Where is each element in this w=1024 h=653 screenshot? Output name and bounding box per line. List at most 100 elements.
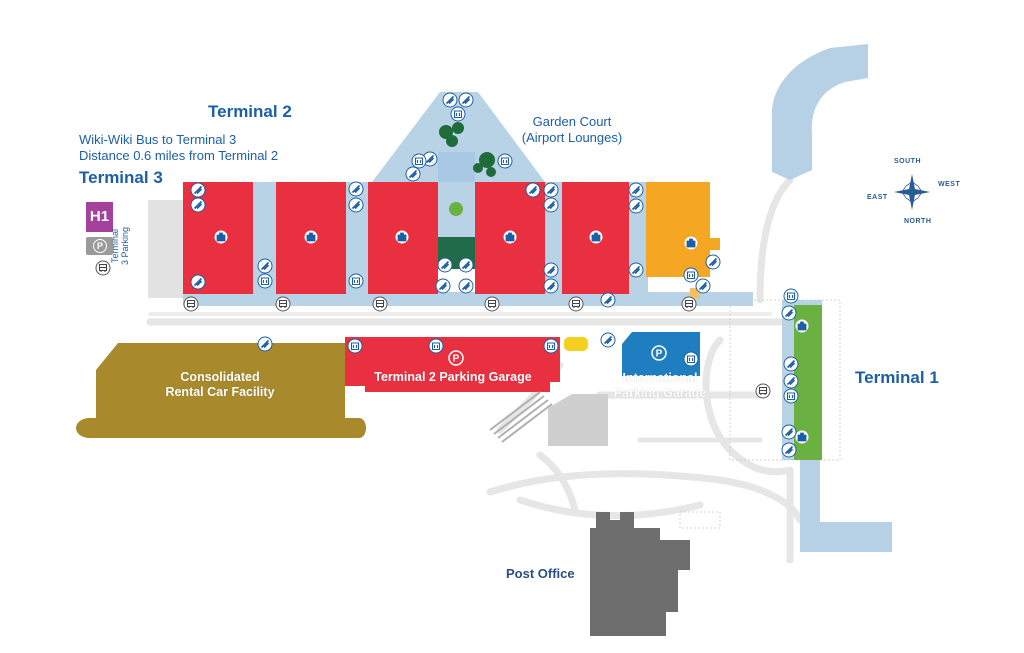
jet-bridge-icon (705, 254, 721, 270)
bus-icon (95, 260, 111, 276)
baggage-icon (395, 230, 409, 244)
bus-icon (275, 296, 291, 312)
bus-icon (372, 296, 388, 312)
jet-bridge-icon (781, 442, 797, 458)
jet-bridge-icon (525, 182, 541, 198)
jet-bridge-icon (600, 292, 616, 308)
bus-icon (568, 296, 584, 312)
intl-line2: Parking Garage (613, 386, 707, 400)
terminal3-parking-label: Terminal 3 Parking (110, 226, 130, 266)
baggage-icon (589, 230, 603, 244)
elevator-icon (783, 288, 799, 304)
elevator-icon (683, 351, 699, 367)
jet-bridge-icon (458, 257, 474, 273)
bus-icon (183, 296, 199, 312)
jet-bridge-icon (190, 197, 206, 213)
jet-bridge-icon (405, 166, 421, 182)
terminal3-building (148, 200, 188, 298)
elevator-icon (783, 388, 799, 404)
elevator-icon (497, 153, 513, 169)
jet-bridge-icon (190, 274, 206, 290)
jet-bridge-icon (257, 258, 273, 274)
water-south (800, 450, 892, 552)
t2-garage-label: Terminal 2 Parking Garage (374, 370, 532, 384)
jet-bridge-icon (190, 182, 206, 198)
parking-letter: P (453, 354, 460, 365)
gray-parking-lot (548, 394, 608, 446)
water-north (771, 44, 868, 180)
jet-bridge-icon (543, 182, 559, 198)
garden-dot (449, 202, 463, 216)
intl-line1: International (622, 371, 698, 385)
distance-label: Distance 0.6 miles from Terminal 2 (79, 148, 279, 163)
parking-icon: P (448, 350, 464, 366)
garden-court-label: Garden Court (Airport Lounges) (517, 114, 627, 146)
jet-bridge-icon (435, 278, 451, 294)
elevator-icon (257, 273, 273, 289)
jet-bridge-icon (628, 182, 644, 198)
rental-car-label: Consolidated Rental Car Facility (150, 370, 290, 400)
terminal1-title: Terminal 1 (855, 368, 939, 387)
baggage-icon (795, 430, 809, 444)
elevator-icon (428, 338, 444, 354)
jet-bridge-icon (543, 278, 559, 294)
jet-bridge-icon (783, 373, 799, 389)
compass-rose-icon (894, 174, 930, 210)
jet-bridge-icon (628, 198, 644, 214)
jet-bridge-icon (543, 262, 559, 278)
parking-icon: P (651, 345, 667, 361)
elevator-icon (683, 267, 699, 283)
shuttle-marker (564, 337, 588, 351)
parking-letter: P (656, 349, 663, 360)
jet-bridge-icon (781, 305, 797, 321)
jet-bridge-icon (257, 336, 273, 352)
wiki-bus-label: Wiki-Wiki Bus to Terminal 3 (79, 132, 237, 147)
compass-north: NORTH (904, 218, 932, 225)
terminal3-title: Terminal 3 (79, 168, 163, 187)
garden-court-line2: (Airport Lounges) (521, 130, 623, 145)
jet-bridge-icon (695, 278, 711, 294)
baggage-icon (214, 230, 228, 244)
rental-line2: Rental Car Facility (165, 385, 275, 399)
bus-icon (681, 296, 697, 312)
international-parking-garage (622, 332, 700, 376)
parking-letter: P (93, 239, 107, 253)
elevator-icon (411, 153, 427, 169)
elevator-icon (543, 338, 559, 354)
garden-court-line1: Garden Court (532, 114, 612, 129)
intl-garage-label: International Parking Garage (608, 371, 712, 401)
baggage-icon (304, 230, 318, 244)
compass-east: EAST (867, 194, 888, 201)
tree-icons (439, 122, 496, 177)
jet-bridge-icon (442, 92, 458, 108)
baggage-icon (795, 319, 809, 333)
orange-block-link (690, 288, 700, 298)
compass-south: SOUTH (894, 158, 921, 165)
rental-car-facility (76, 343, 366, 438)
garden-court-inner (438, 152, 475, 182)
elevator-icon (348, 273, 364, 289)
jet-bridge-icon (437, 257, 453, 273)
baggage-icon (684, 236, 698, 250)
h1-sign: H1 (86, 202, 113, 232)
jet-bridge-icon (628, 262, 644, 278)
bus-icon (755, 383, 771, 399)
terminal2-halls (183, 182, 629, 294)
jet-bridge-icon (783, 356, 799, 372)
rental-line1: Consolidated (180, 370, 260, 384)
elevator-icon (347, 338, 363, 354)
orange-block (646, 182, 710, 277)
baggage-icon (503, 230, 517, 244)
jet-bridge-icon (458, 278, 474, 294)
jet-bridge-icon (600, 332, 616, 348)
elevator-icon (450, 106, 466, 122)
post-office (590, 512, 690, 636)
jet-bridge-icon (348, 181, 364, 197)
garage-ramp (489, 391, 553, 443)
jet-bridge-icon (781, 424, 797, 440)
bus-icon (484, 296, 500, 312)
terminal2-title: Terminal 2 (208, 102, 292, 121)
jet-bridge-icon (348, 197, 364, 213)
